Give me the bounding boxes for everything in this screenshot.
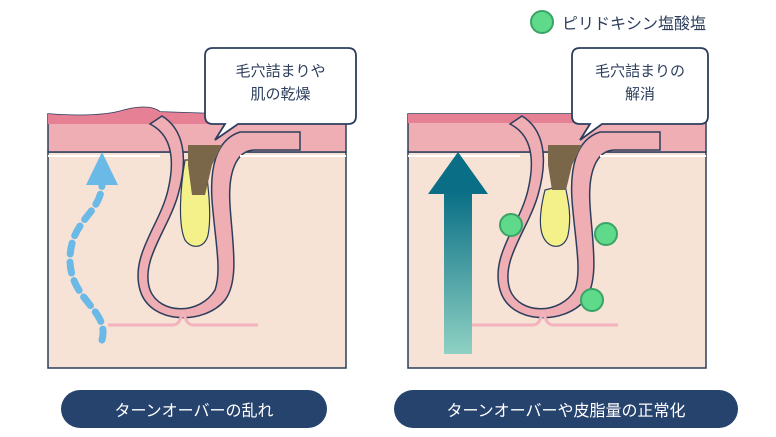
right-caption: ターンオーバーや皮脂量の正常化 xyxy=(394,390,738,428)
legend-dot-icon xyxy=(530,10,554,34)
left-base-line xyxy=(108,310,258,327)
left-skin-diagram xyxy=(47,106,347,369)
left-bubble-text: 毛穴詰まりや 肌の乾燥 xyxy=(205,60,356,106)
right-base-line xyxy=(468,310,618,327)
left-follicle xyxy=(137,115,301,319)
left-bubble-line2: 肌の乾燥 xyxy=(250,85,311,103)
pyridoxine-particle xyxy=(580,288,604,312)
left-caption: ターンオーバーの乱れ xyxy=(61,390,327,428)
pyridoxine-particle xyxy=(594,222,618,246)
legend: ピリドキシン塩酸塩 xyxy=(530,10,706,34)
legend-label: ピリドキシン塩酸塩 xyxy=(562,14,707,33)
left-arrow-head xyxy=(86,152,118,185)
right-bubble-line1: 毛穴詰まりの xyxy=(594,62,685,80)
pyridoxine-particle xyxy=(499,213,523,237)
right-bubble-line2: 解消 xyxy=(624,85,655,103)
right-bubble-text: 毛穴詰まりの 解消 xyxy=(572,60,708,106)
left-speech-bubble xyxy=(204,47,357,141)
left-pore-plug xyxy=(188,145,222,195)
right-follicle xyxy=(497,115,661,319)
left-disrupted-turnover-arrow xyxy=(66,181,107,344)
right-epidermis-top xyxy=(408,114,706,123)
right-normal-turnover-arrow xyxy=(444,192,472,354)
left-bubble-line1: 毛穴詰まりや xyxy=(235,62,326,80)
right-arrow-head xyxy=(428,152,488,194)
right-pore-plug xyxy=(548,145,582,190)
right-skin-diagram xyxy=(407,113,707,369)
right-speech-bubble xyxy=(571,47,709,141)
right-sebum xyxy=(539,184,571,247)
